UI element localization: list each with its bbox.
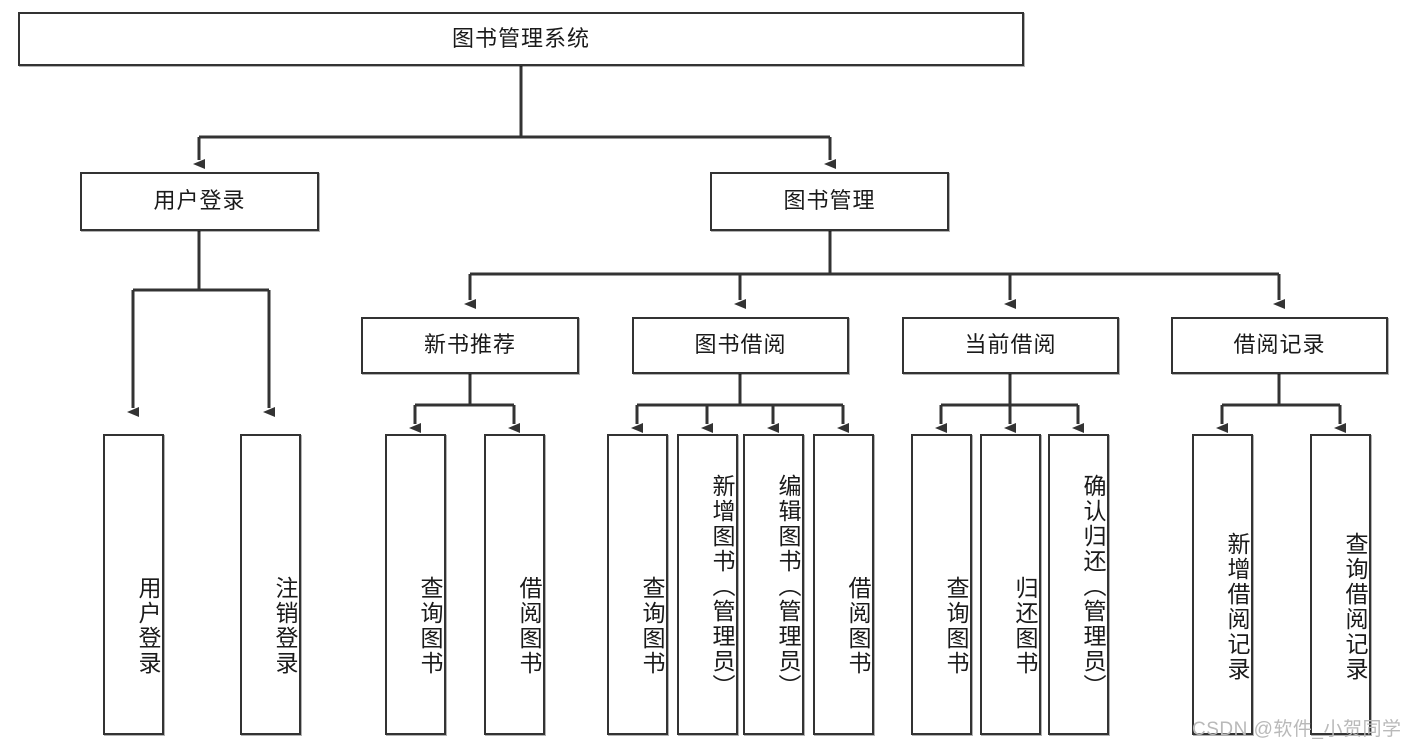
node-label: 归还图书 (1012, 575, 1038, 676)
node-label: 新增借阅记录 (1224, 531, 1250, 682)
node-label: 图书借阅 (694, 332, 787, 358)
node-label: 用户登录 (153, 188, 246, 214)
node-borrow-record[interactable]: 借阅记录 (1171, 317, 1388, 374)
node-label: 用户登录 (135, 575, 161, 676)
node-label: 查询借阅记录 (1342, 531, 1368, 682)
node-new-book-recommend[interactable]: 新书推荐 (361, 317, 579, 374)
node-label: 编辑图书（管理员） (775, 474, 801, 699)
node-label: 新书推荐 (423, 332, 516, 358)
node-root-system[interactable]: 图书管理系统 (18, 12, 1024, 66)
node-label: 借阅记录 (1233, 332, 1326, 358)
node-label: 新增图书（管理员） (709, 474, 735, 699)
leaf-query-book-recommend[interactable]: 查询图书 (385, 434, 446, 735)
node-current-borrow[interactable]: 当前借阅 (902, 317, 1119, 374)
leaf-query-book-current[interactable]: 查询图书 (911, 434, 972, 735)
node-label: 当前借阅 (964, 332, 1057, 358)
leaf-logout-login[interactable]: 注销登录 (240, 434, 301, 735)
node-label: 图书管理系统 (451, 25, 590, 51)
node-label: 借阅图书 (516, 575, 542, 676)
node-book-management[interactable]: 图书管理 (710, 172, 949, 231)
node-user-login[interactable]: 用户登录 (80, 172, 319, 231)
leaf-borrow-book[interactable]: 借阅图书 (813, 434, 874, 735)
leaf-query-borrow-record[interactable]: 查询借阅记录 (1310, 434, 1371, 735)
leaf-add-book-admin[interactable]: 新增图书（管理员） (677, 434, 738, 735)
leaf-confirm-return-admin[interactable]: 确认归还（管理员） (1048, 434, 1109, 735)
leaf-return-book[interactable]: 归还图书 (980, 434, 1041, 735)
node-label: 查询图书 (943, 575, 969, 676)
csdn-watermark: CSDN @软件_小贺同学 (1192, 719, 1402, 740)
node-label: 查询图书 (639, 575, 665, 676)
leaf-query-book-borrow[interactable]: 查询图书 (607, 434, 668, 735)
node-label: 注销登录 (272, 575, 298, 676)
node-label: 借阅图书 (845, 575, 871, 676)
leaf-edit-book-admin[interactable]: 编辑图书（管理员） (743, 434, 804, 735)
node-label: 查询图书 (417, 575, 443, 676)
leaf-add-borrow-record[interactable]: 新增借阅记录 (1192, 434, 1253, 735)
node-label: 图书管理 (783, 188, 876, 214)
node-book-borrow[interactable]: 图书借阅 (632, 317, 849, 374)
node-label: 确认归还（管理员） (1080, 474, 1106, 699)
leaf-borrow-book-recommend[interactable]: 借阅图书 (484, 434, 545, 735)
leaf-user-login[interactable]: 用户登录 (103, 434, 164, 735)
